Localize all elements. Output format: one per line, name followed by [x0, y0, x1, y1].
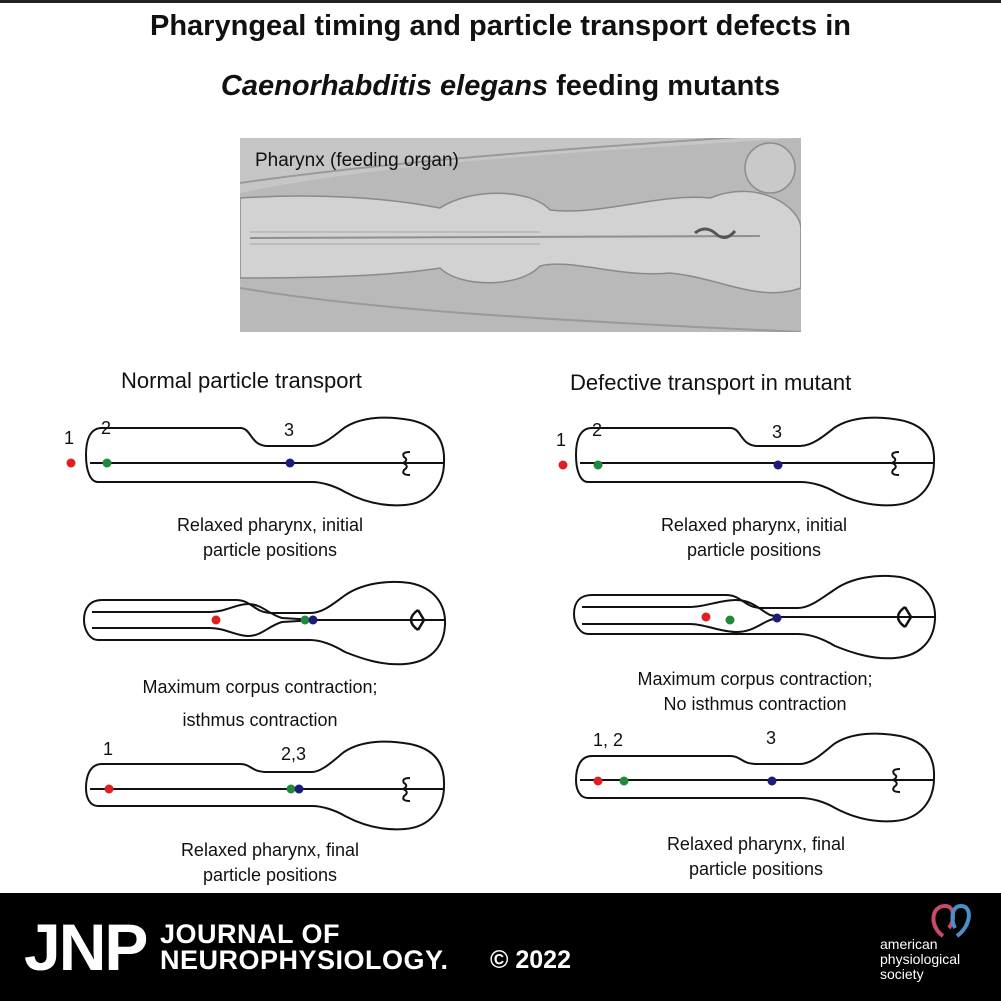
left-p1-caption: Relaxed pharynx, initial particle positi… — [110, 513, 430, 563]
journal-name: JOURNAL OF NEUROPHYSIOLOGY. — [160, 919, 449, 975]
aps-logo-icon — [931, 903, 971, 938]
right-p3-label-12: 1, 2 — [593, 730, 624, 750]
jnp-logo-text: JNP — [24, 910, 148, 984]
left-contracted — [82, 580, 447, 666]
right-p2-caption: Maximum corpus contraction; No isthmus c… — [585, 667, 925, 717]
caption-line: Relaxed pharynx, initial — [660, 515, 848, 535]
copyright: © 2022 — [490, 946, 571, 974]
caption-line: Maximum corpus contraction; — [637, 669, 873, 689]
left-p3-caption: Relaxed pharynx, final particle position… — [110, 838, 430, 888]
photo-label: Pharynx (feeding organ) — [255, 150, 459, 171]
right-relaxed-initial — [558, 416, 936, 507]
journal-name-line-2: NEUROPHYSIOLOGY. — [160, 945, 449, 975]
publisher-name: american physiological society — [880, 937, 960, 982]
caption-line: Relaxed pharynx, final — [666, 834, 846, 854]
left-p3-label-1: 1 — [103, 739, 114, 759]
left-p1-label-2: 2 — [101, 418, 112, 438]
figure-title-line-1: Pharyngeal timing and particle transport… — [150, 10, 851, 42]
right-p3-label-3: 3 — [766, 728, 777, 748]
publisher-line-3: society — [880, 966, 924, 982]
left-relaxed-final — [84, 740, 446, 831]
caption-line: Relaxed pharynx, initial — [176, 515, 364, 535]
publisher-line-2: physiological — [880, 951, 961, 967]
right-p1-label-1: 1 — [556, 430, 567, 450]
left-column-heading: Normal particle transport — [121, 368, 362, 393]
left-p1-label-3: 3 — [284, 420, 295, 440]
figure-title-line-2: Caenorhabditis elegans feeding mutants — [0, 70, 1001, 103]
right-column-heading: Defective transport in mutant — [570, 370, 852, 395]
species-name: Caenorhabditis elegans — [220, 70, 549, 102]
left-p3-label-23: 2,3 — [281, 744, 307, 764]
caption-line: particle positions — [202, 865, 338, 885]
right-p1-label-2: 2 — [592, 420, 603, 440]
right-p1-caption: Relaxed pharynx, initial particle positi… — [594, 513, 914, 563]
left-relaxed-initial — [66, 416, 446, 507]
right-relaxed-final — [574, 732, 936, 823]
journal-name-line-1: JOURNAL OF — [160, 919, 341, 949]
caption-line: Maximum corpus contraction; — [142, 677, 378, 697]
caption-line: Relaxed pharynx, final — [180, 840, 360, 860]
top-rule — [0, 0, 1001, 3]
micrograph-drawing — [240, 138, 801, 332]
right-contracted — [572, 574, 937, 660]
caption-line: isthmus contraction — [182, 710, 338, 730]
caption-line: particle positions — [686, 540, 822, 560]
right-p1-label-3: 3 — [772, 422, 783, 442]
journal-footer — [0, 893, 1001, 1001]
left-p2-caption: Maximum corpus contraction; isthmus cont… — [90, 675, 430, 733]
pharynx-micrograph: Pharynx (feeding organ) — [240, 138, 801, 332]
caption-line: No isthmus contraction — [663, 694, 847, 714]
title-rest: feeding mutants — [548, 70, 781, 102]
right-p3-caption: Relaxed pharynx, final particle position… — [596, 832, 916, 882]
left-p1-label-1: 1 — [64, 428, 75, 448]
caption-line: particle positions — [688, 859, 824, 879]
caption-line: particle positions — [202, 540, 338, 560]
publisher-line-1: american — [880, 936, 938, 952]
